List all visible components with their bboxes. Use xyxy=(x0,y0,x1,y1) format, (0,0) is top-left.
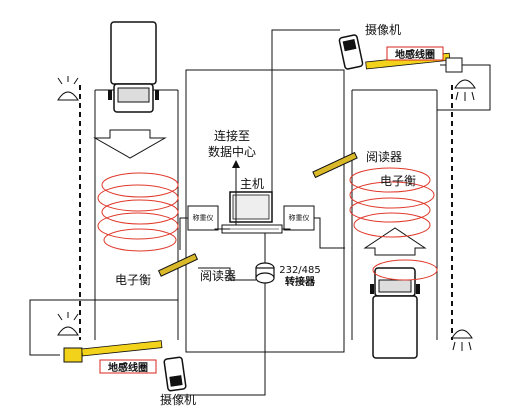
barrier-gate-bottom xyxy=(81,340,163,357)
reader-right-label: 阅读器 xyxy=(366,150,402,164)
loop-sensor-bottom-box xyxy=(99,359,157,374)
host-label: 主机 xyxy=(240,177,264,191)
weigh-display-right-label: 称重仪 xyxy=(289,213,310,222)
traffic-light-icon xyxy=(454,79,476,101)
wiring xyxy=(29,29,491,396)
loop-sensor-top-box xyxy=(386,46,444,61)
weigh-display-left xyxy=(187,205,219,231)
e-tag-left-label: 电子衡 xyxy=(115,273,151,287)
converter-label-1: 232/485 xyxy=(279,265,321,276)
loop-sensor-top-label: 地感线圈 xyxy=(395,48,435,61)
converter-label-2: 转接器 xyxy=(285,275,316,288)
traffic-light-icon xyxy=(451,329,473,351)
reader-right xyxy=(312,151,358,179)
traffic-light-icon xyxy=(57,312,79,336)
truck-icon xyxy=(108,21,159,113)
cctv-camera-icon xyxy=(163,356,187,392)
weigh-display-right xyxy=(283,205,315,231)
direction-arrow-up xyxy=(363,227,427,256)
connect-label-2: 数据中心 xyxy=(208,144,256,159)
loop-coil-right xyxy=(349,167,438,281)
truck-icon xyxy=(370,267,420,359)
uplink-arrow xyxy=(232,160,240,168)
barrier-post-top xyxy=(445,57,463,73)
cctv-camera-icon xyxy=(338,34,364,70)
camera-top-label: 摄像机 xyxy=(365,22,401,37)
reader-left xyxy=(157,253,199,277)
computer-icon xyxy=(221,191,283,234)
e-tag-right-label: 电子衡 xyxy=(380,174,416,188)
weigh-display-left-label: 称重仪 xyxy=(193,213,214,222)
right-lane xyxy=(351,85,453,340)
direction-arrow-down xyxy=(93,129,167,159)
connect-label-1: 连接至 xyxy=(214,128,250,143)
loop-sensor-bottom-label: 地感线圈 xyxy=(108,361,148,374)
traffic-light-icon xyxy=(57,76,79,101)
converter-icon xyxy=(255,262,275,284)
barrier-post-bottom xyxy=(63,347,83,363)
left-lane xyxy=(79,85,179,340)
camera-bottom-label: 摄像机 xyxy=(160,392,196,407)
reader-left-label: 阅读器 xyxy=(200,269,236,283)
loop-coil-left xyxy=(97,172,179,252)
